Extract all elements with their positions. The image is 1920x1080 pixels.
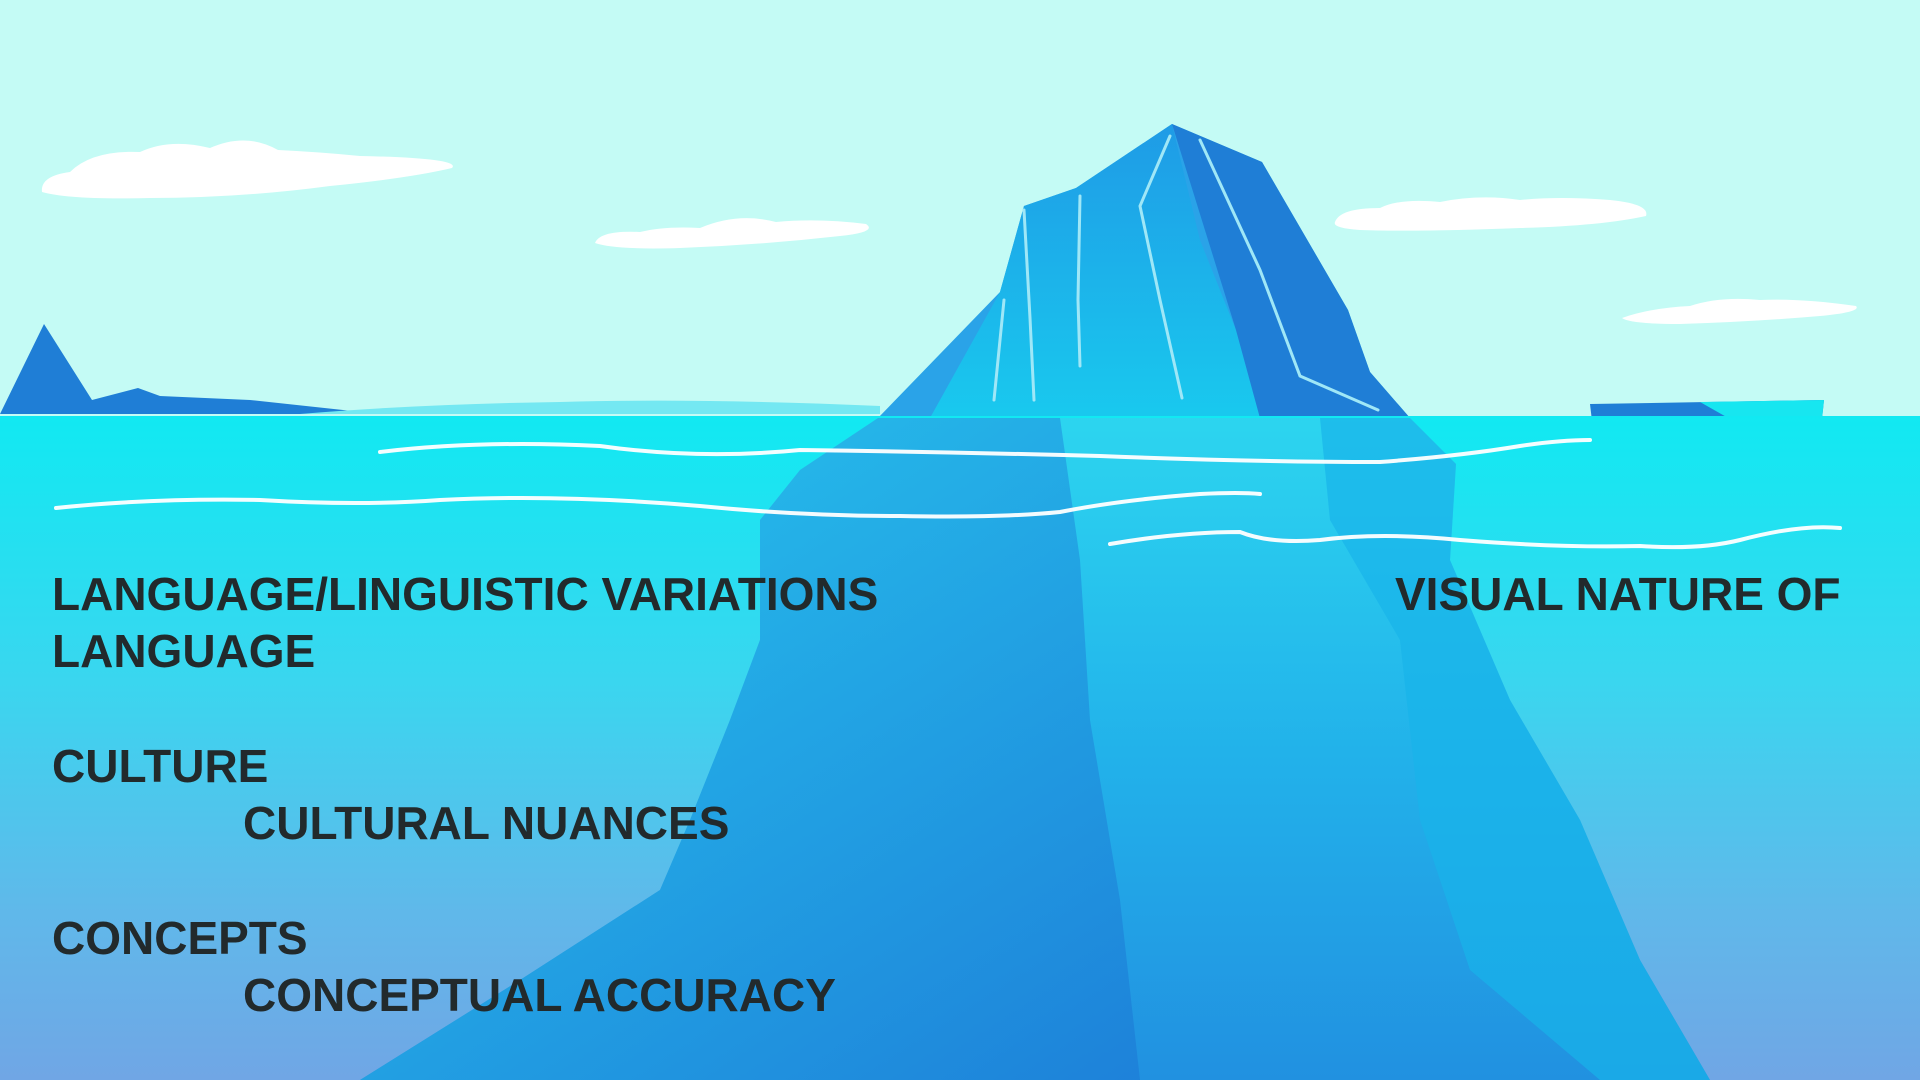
conceptual-accuracy-label: CONCEPTUAL ACCURACY [243, 969, 836, 1021]
iceberg-peak [878, 124, 1410, 418]
clouds [41, 140, 1857, 324]
language-variations-label: LANGUAGE/LINGUISTIC VARIATIONS [52, 568, 879, 620]
visual-nature-label: VISUAL NATURE OF [1395, 568, 1841, 620]
cultural-nuances-label: CULTURAL NUANCES [243, 797, 730, 849]
iceberg-underwater [360, 418, 1710, 1080]
concepts-label: CONCEPTS [52, 912, 308, 964]
language-label: LANGUAGE [52, 625, 316, 677]
wave-lines [54, 438, 1842, 550]
culture-label: CULTURE [52, 740, 269, 792]
